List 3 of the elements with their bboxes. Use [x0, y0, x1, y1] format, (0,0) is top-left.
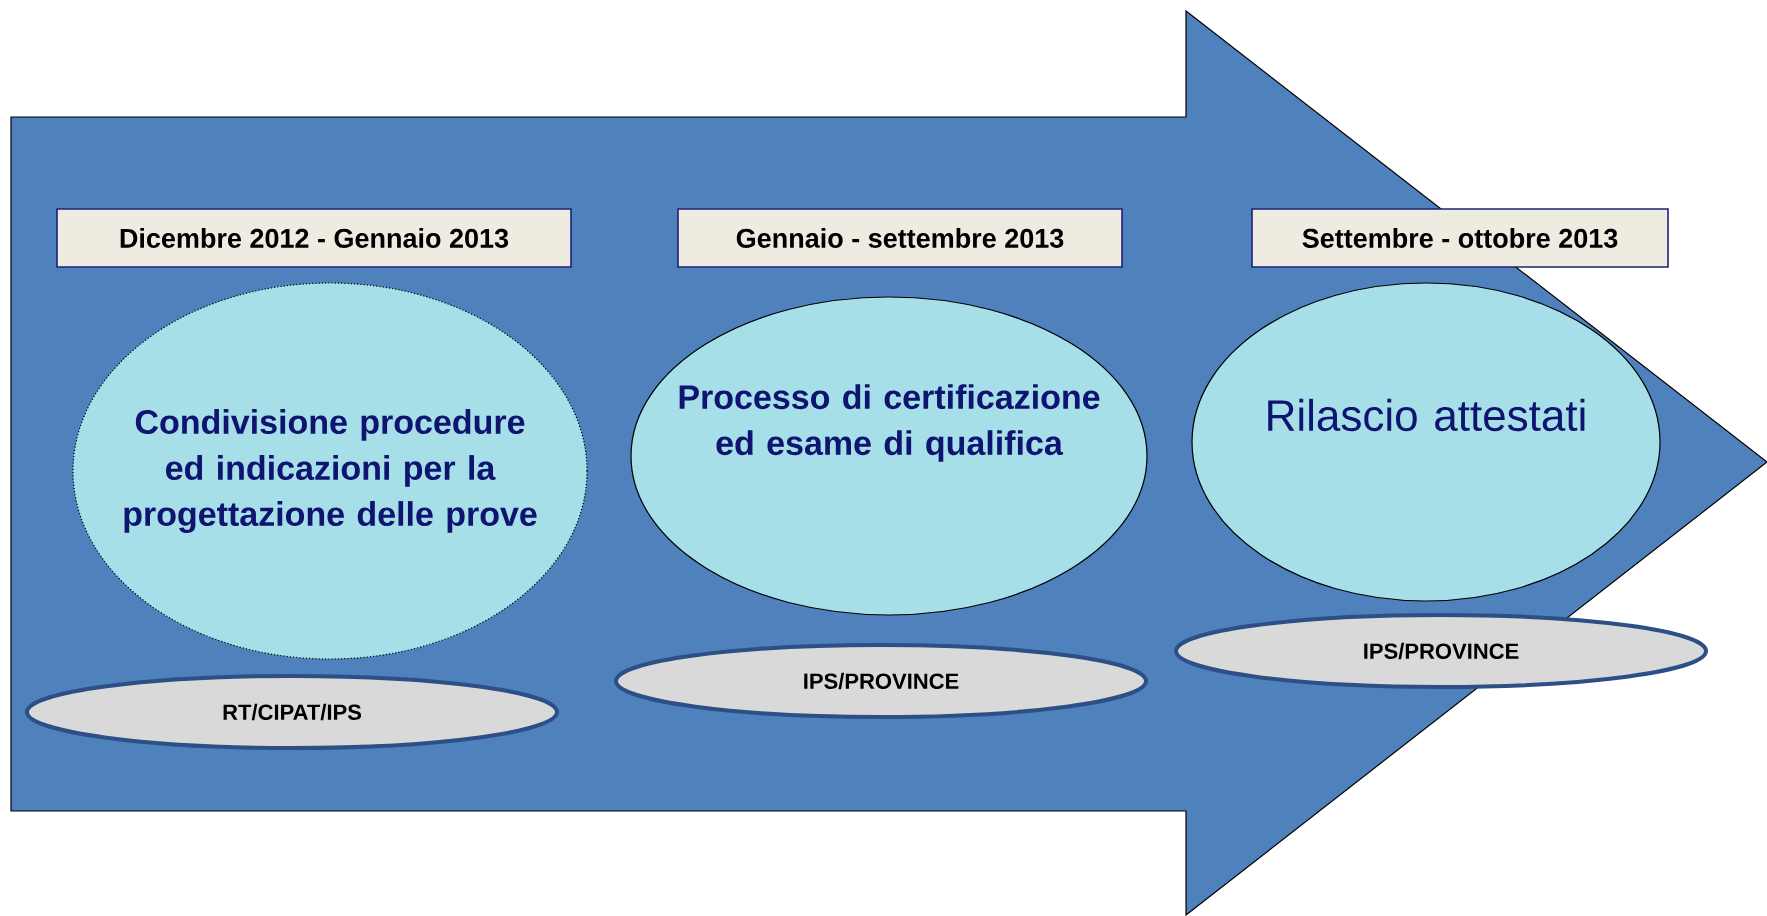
- date-box: Gennaio - settembre 2013: [677, 208, 1123, 268]
- date-box: Settembre - ottobre 2013: [1251, 208, 1669, 268]
- date-box: Dicembre 2012 - Gennaio 2013: [56, 208, 572, 268]
